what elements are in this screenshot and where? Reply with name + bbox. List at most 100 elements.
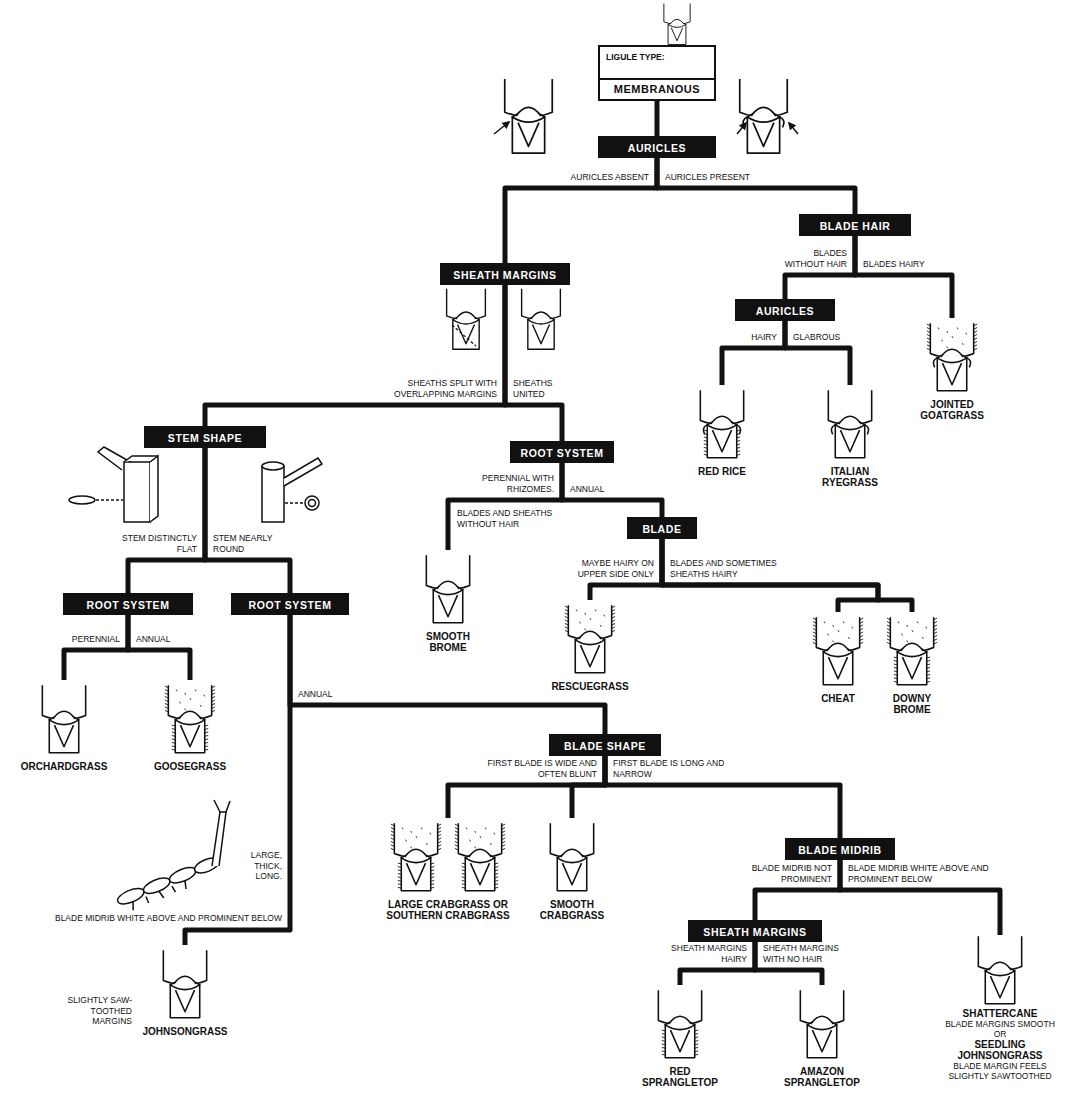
species-name: ITALIAN RYEGRASS <box>805 466 895 488</box>
species-entry: SMOOTH CRABGRASS <box>534 818 610 921</box>
flat-stem-drawing <box>69 447 158 522</box>
branch-label: ANNUAL <box>298 689 358 700</box>
branch-label: BLADES AND SOMETIMES SHEATHS HAIRY <box>670 558 790 579</box>
species-name: LARGE CRABGRASS OR SOUTHERN CRABGRASS <box>383 899 513 921</box>
branch-label: SHEATH MARGINS WITH NO HAIR <box>763 943 848 964</box>
key-text: BLADE <box>642 523 681 536</box>
branch-line <box>655 101 660 136</box>
species-name: RESCUEGRASS <box>545 681 635 692</box>
note-label: BLADE MIDRIB WHITE ABOVE AND PROMINENT B… <box>22 913 282 924</box>
branch-label: AURICLES PRESENT <box>665 172 775 183</box>
collar-part <box>426 555 469 623</box>
question-band: BLADE <box>627 517 697 539</box>
grass-collar-drawing <box>796 985 848 1063</box>
grass-collar-drawing <box>546 818 598 896</box>
collar-part <box>165 686 215 712</box>
branch-line <box>605 756 840 838</box>
grass-collar-drawing <box>696 385 748 463</box>
collar-part <box>978 936 1021 1004</box>
grass-collar-drawing <box>422 550 474 628</box>
united-sheath-icon <box>522 289 561 349</box>
branch-label: AURICLES ABSENT <box>539 172 649 183</box>
branch-line <box>562 463 662 517</box>
branch-label: BLADE MIDRIB NOT PROMINENT <box>742 863 832 884</box>
ligule-icon <box>664 4 690 45</box>
collar-part <box>831 425 868 435</box>
species-name: JOHNSONGRASS <box>137 1026 233 1037</box>
question-band: ROOT SYSTEM <box>510 441 614 463</box>
branch-label: BLADES WITHOUT HAIR <box>775 248 847 269</box>
key-text: AURICLES <box>628 142 686 155</box>
collar-part <box>800 990 843 1058</box>
branch-label: FIRST BLADE IS WIDE AND OFTEN BLUNT <box>467 758 597 779</box>
species-entry: JOHNSONGRASS <box>137 945 233 1037</box>
collar-part <box>455 824 505 850</box>
note-label: BLADES AND SHEATHS WITHOUT HAIR <box>457 508 557 529</box>
collar-part <box>391 824 441 850</box>
grass-collar-drawing <box>38 680 90 758</box>
grass-collar-drawing <box>164 680 216 758</box>
species-entry: DOWNY BROME <box>877 612 947 715</box>
grass-collar-drawing <box>159 945 211 1023</box>
question-band: BLADE SHAPE <box>549 734 661 756</box>
collar-part <box>398 863 434 888</box>
key-text: ROOT SYSTEM <box>520 447 603 460</box>
branch-line <box>448 756 605 818</box>
collar-part <box>458 823 501 891</box>
species-name: OR <box>932 1029 1068 1039</box>
collar-part <box>662 1030 698 1055</box>
question-band: STEM SHAPE <box>144 426 266 448</box>
species-entry: RED SPRANGLETOP <box>638 985 722 1088</box>
question-band: AURICLES <box>735 299 835 321</box>
branch-line <box>662 539 912 612</box>
collar-part <box>658 990 701 1058</box>
species-name: SMOOTH CRABGRASS <box>534 899 610 921</box>
collar-part <box>462 863 498 888</box>
species-name: JOINTED GOATGRASS <box>907 399 997 421</box>
key-text: BLADE MIDRIB <box>798 844 882 857</box>
auricle-claws <box>743 117 784 127</box>
branch-label: HAIRY <box>717 332 777 343</box>
grass-collar-drawing <box>824 385 876 463</box>
species-name: DOWNY BROME <box>877 693 947 715</box>
species-entry: GOOSEGRASS <box>147 680 233 772</box>
species-name: SEEDLING JOHNSONGRASS <box>932 1039 1068 1061</box>
collar-part <box>828 390 871 458</box>
branch-label: FIRST BLADE IS LONG AND NARROW <box>613 758 733 779</box>
collar-part <box>394 823 437 891</box>
pointer-arrow <box>737 123 746 134</box>
branch-line <box>290 615 605 734</box>
key-text: ROOT SYSTEM <box>248 599 331 612</box>
no-auricle-icon <box>505 79 553 153</box>
branch-line <box>855 236 952 318</box>
collar-part <box>704 430 740 455</box>
branch-label: ANNUAL <box>136 634 196 645</box>
grass-collar-drawing <box>654 985 706 1063</box>
key-text: LIGULE TYPE: <box>600 47 714 78</box>
species-entry: SMOOTH BROME <box>416 550 480 653</box>
collar-part <box>568 605 611 673</box>
branch-line <box>785 321 850 385</box>
grass-collar-drawing <box>886 612 938 690</box>
branch-label: MAYBE HAIRY ON UPPER SIDE ONLY <box>562 558 654 579</box>
key-text: MEMBRANOUS <box>600 78 714 99</box>
species-entry: RED RICE <box>682 385 762 477</box>
branch-label: SHEATHS UNITED <box>513 378 563 399</box>
grass-collar-drawing <box>974 935 1026 1005</box>
branch-label: SHEATH MARGINS HAIRY <box>662 943 747 964</box>
key-text: STEM SHAPE <box>168 432 242 445</box>
branch-line <box>64 615 128 680</box>
branch-line <box>505 285 562 441</box>
branch-label: PERENNIAL WITH RHIZOMES. <box>464 473 554 494</box>
branch-label: ANNUAL <box>570 484 630 495</box>
question-band: SHEATH MARGINS <box>440 263 570 285</box>
species-entry: ORCHARDGRASS <box>18 680 110 772</box>
question-band: SHEATH MARGINS <box>688 920 822 942</box>
pointer-arrow <box>789 123 798 134</box>
branch-label: SHEATHS SPLIT WITH OVERLAPPING MARGINS <box>377 378 497 399</box>
branch-line <box>505 158 657 263</box>
branch-label: BLADES HAIRY <box>863 259 953 270</box>
branch-line <box>657 158 855 214</box>
